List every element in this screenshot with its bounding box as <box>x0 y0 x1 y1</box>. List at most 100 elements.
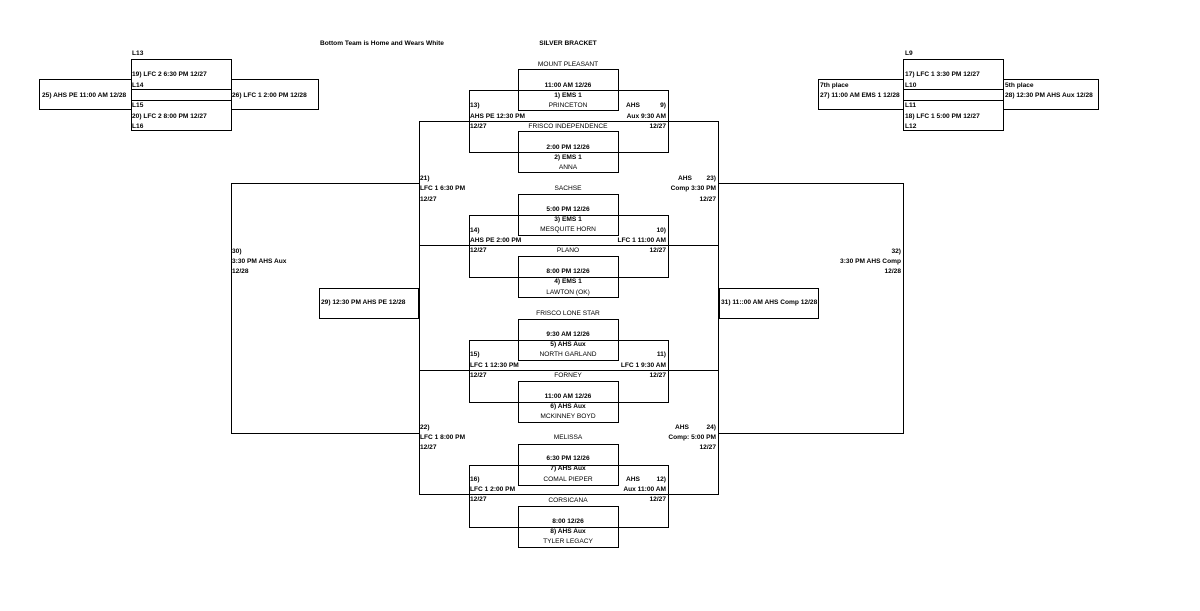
game-16-number: 16) <box>470 476 480 483</box>
game-25-box <box>39 79 132 110</box>
game-4-time: 8:00 PM 12/26 <box>546 268 590 275</box>
game-3-label: 3) EMS 1 <box>554 216 582 223</box>
game-20-label: 20) LFC 2 8:00 PM 12/27 <box>132 113 207 120</box>
team-frisco-independence: FRISCO INDEPENDENCE <box>528 123 608 130</box>
game-16-date: 12/27 <box>470 496 487 503</box>
game-20-box <box>131 100 232 131</box>
game-28-box <box>1003 79 1099 110</box>
game-25-label: 25) AHS PE 11:00 AM 12/28 <box>42 92 127 99</box>
game-1-label: 1) EMS 1 <box>554 92 582 99</box>
game-27-label: 27) 11:00 AM EMS 1 12/28 <box>820 92 900 99</box>
game-14-time: AHS PE 2:00 PM <box>470 237 522 244</box>
game-30-time: 3:30 PM AHS Aux <box>232 258 287 265</box>
bracket-title: SILVER BRACKET <box>539 40 597 47</box>
game-17-box <box>903 59 1004 90</box>
team-corsicana: CORSICANA <box>548 497 588 504</box>
game-21-time: LFC 1 6:30 PM <box>420 185 466 192</box>
quarter-box-14-10 <box>469 215 669 278</box>
game-2-label: 2) EMS 1 <box>554 154 582 161</box>
loser-14-label: L14 <box>132 82 144 89</box>
game-24-site: AHS <box>675 424 689 431</box>
team-frisco-lone-star: FRISCO LONE STAR <box>536 310 600 317</box>
game-10-date: 12/27 <box>649 247 666 254</box>
team-forney: FORNEY <box>554 372 582 379</box>
home-team-note: Bottom Team is Home and Wears White <box>320 40 444 47</box>
game-30-number: 30) <box>232 248 242 255</box>
game-5-time: 9:30 AM 12/26 <box>546 331 590 338</box>
team-mount-pleasant: MOUNT PLEASANT <box>537 61 599 68</box>
game-16-time: LFC 1 2:00 PM <box>470 486 516 493</box>
team-mesquite-horn: MESQUITE HORN <box>540 226 596 233</box>
game-32-number: 32) <box>891 248 901 255</box>
game-12-time: Aux 11:00 AM <box>623 486 666 493</box>
game-13-time: AHS PE 12:30 PM <box>470 113 525 120</box>
game-32-time: 3:30 PM AHS Comp <box>840 258 901 265</box>
game-18-label: 18) LFC 1 5:00 PM 12/27 <box>905 113 980 120</box>
game-23-date: 12/27 <box>699 196 716 203</box>
game-6-time: 11:00 AM 12/26 <box>544 393 592 400</box>
game-3-time: 5:00 PM 12/26 <box>546 206 590 213</box>
game-11-number: 11) <box>656 351 666 358</box>
game-1-time: 11:00 AM 12/26 <box>544 82 592 89</box>
team-plano: PLANO <box>556 247 580 254</box>
game-4-label: 4) EMS 1 <box>554 278 582 285</box>
game-22-number: 22) <box>420 424 430 431</box>
team-comal-pieper: COMAL PIEPER <box>543 476 593 483</box>
game-14-number: 14) <box>470 227 480 234</box>
game-10-number: 10) <box>656 227 666 234</box>
game-24-number: 24) <box>706 424 716 431</box>
game-19-box <box>131 59 232 90</box>
game-30-date: 12/28 <box>232 268 249 275</box>
loser-9-label: L9 <box>905 50 913 57</box>
team-lawton: LAWTON (OK) <box>546 289 590 296</box>
team-sachse: SACHSE <box>554 185 582 192</box>
loser-11-label: L11 <box>905 102 916 109</box>
game-31-label: 31) 11::00 AM AHS Comp 12/28 <box>721 299 818 306</box>
game-9-date: 12/27 <box>649 123 666 130</box>
game-29-label: 29) 12:30 PM AHS PE 12/28 <box>321 299 406 306</box>
game-24-time: Comp: 5:00 PM <box>668 434 716 441</box>
game-8-time: 8:00 12/26 <box>552 518 584 525</box>
final-box-right <box>718 183 904 434</box>
loser-13-label: L13 <box>132 50 144 57</box>
game-12-site: AHS <box>626 476 640 483</box>
game-12-date: 12/27 <box>649 496 666 503</box>
final-box-left <box>231 183 420 434</box>
game-8-label: 8) AHS Aux <box>550 528 586 535</box>
game-7-time: 6:30 PM 12/26 <box>546 455 590 462</box>
team-tyler-legacy: TYLER LEGACY <box>543 538 593 545</box>
game-23-time: Comp 3:30 PM <box>670 185 716 192</box>
game-26-box <box>231 79 319 110</box>
game-11-date: 12/27 <box>649 372 666 379</box>
quarter-box-15-11 <box>469 340 669 403</box>
game-15-time: LFC 1 12:30 PM <box>470 362 519 369</box>
team-mckinney-boyd: MCKINNEY BOYD <box>540 413 596 420</box>
game-13-number: 13) <box>470 102 480 109</box>
game-5-label: 5) AHS Aux <box>550 341 586 348</box>
team-princeton: PRINCETON <box>548 102 588 109</box>
game-11-time: LFC 1 9:30 AM <box>620 362 666 369</box>
game-21-number: 21) <box>420 175 430 182</box>
game-31-box <box>719 288 819 319</box>
game-6-label: 6) AHS Aux <box>550 403 586 410</box>
loser-12-label: L12 <box>905 123 917 130</box>
game-22-date: 12/27 <box>420 444 437 451</box>
game-9-site: AHS <box>626 102 640 109</box>
game-28-label: 28) 12:30 PM AHS Aux 12/28 <box>1005 92 1093 99</box>
game-13-date: 12/27 <box>470 123 487 130</box>
game-9-time: Aux 9:30 AM <box>626 113 666 120</box>
game-21-date: 12/27 <box>420 196 437 203</box>
game-19-label: 19) LFC 2 6:30 PM 12/27 <box>132 71 207 78</box>
game-12-number: 12) <box>656 476 666 483</box>
team-melissa: MELISSA <box>553 434 583 441</box>
fifth-place-label: 5th place <box>1005 82 1034 89</box>
game-29-box <box>319 288 419 319</box>
game-22-time: LFC 1 8:00 PM <box>420 434 466 441</box>
game-7-label: 7) AHS Aux <box>550 465 586 472</box>
game-23-number: 23) <box>706 175 716 182</box>
game-26-label: 26) LFC 1 2:00 PM 12/28 <box>232 92 307 99</box>
game-17-label: 17) LFC 1 3:30 PM 12/27 <box>905 71 980 78</box>
quarter-box-16-12 <box>469 465 669 528</box>
game-9-number: 9) <box>660 102 666 109</box>
